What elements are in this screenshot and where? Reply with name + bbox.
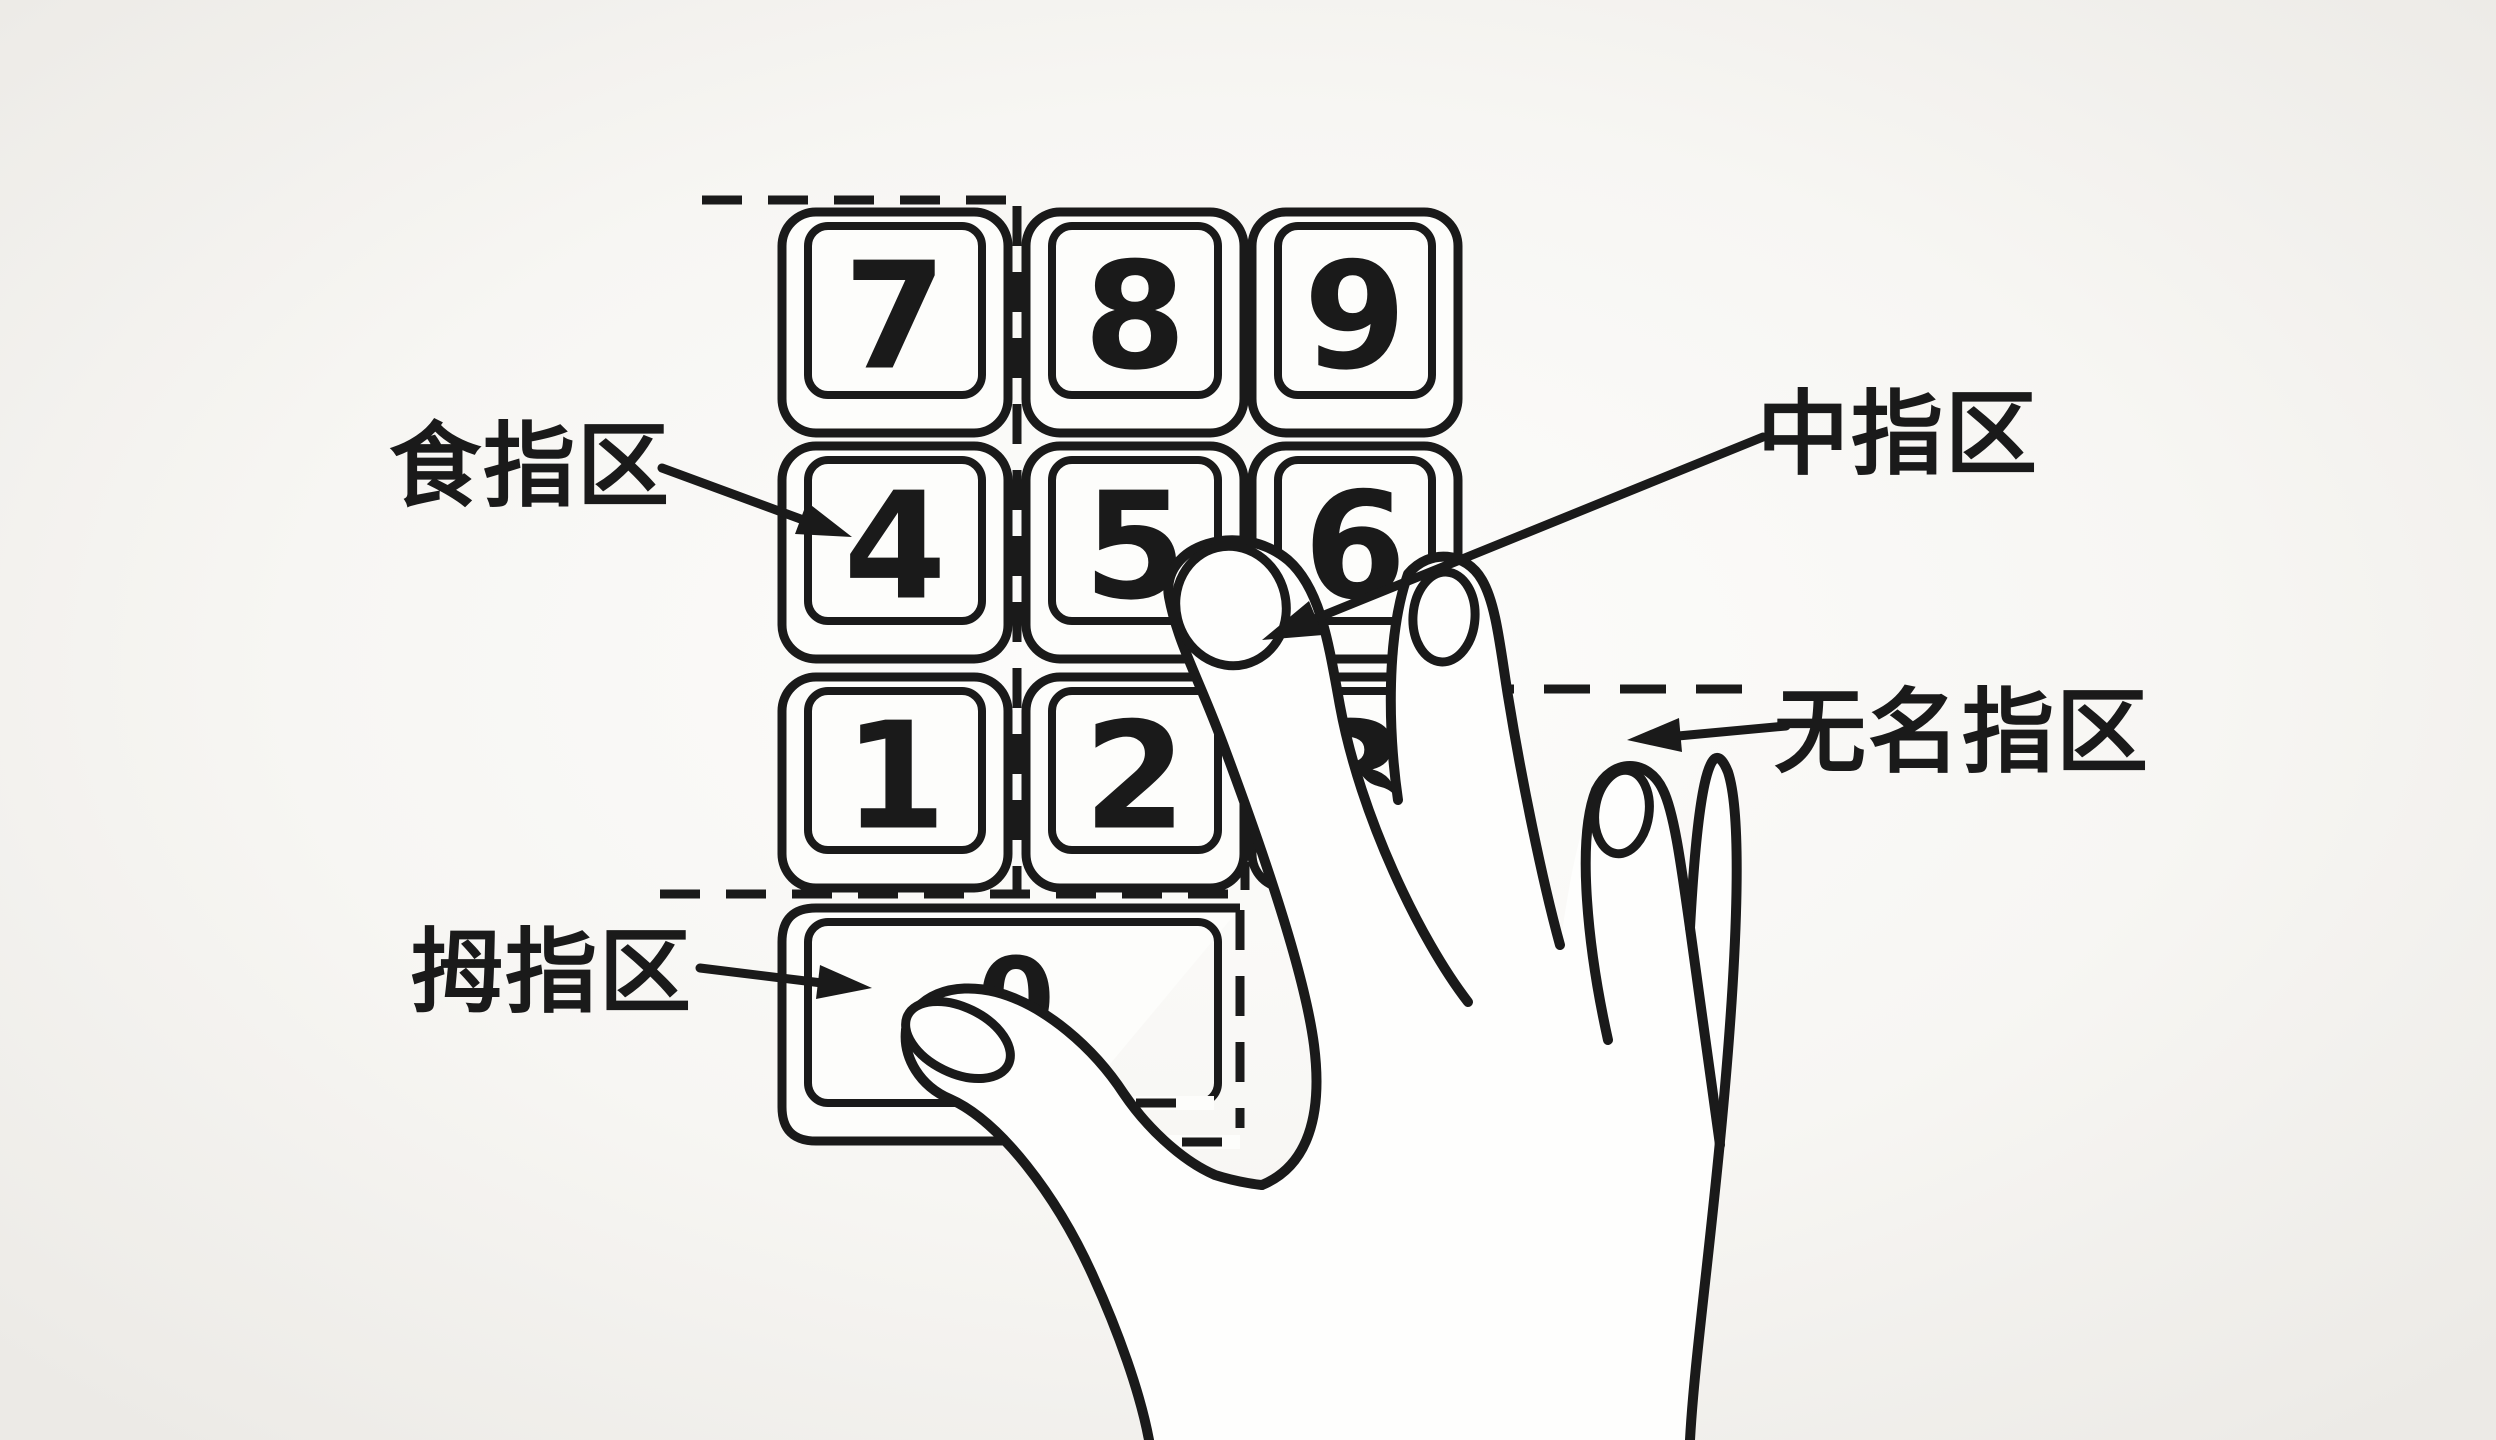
middle-finger-outline bbox=[1163, 535, 1473, 1190]
key-9-label: 9 bbox=[1304, 231, 1407, 403]
key-2: 2 bbox=[1021, 672, 1249, 893]
thumb-zone-label: 拇指区 bbox=[411, 922, 693, 1024]
middle-finger-nail bbox=[1171, 541, 1291, 671]
key-1: 1 bbox=[777, 672, 1013, 893]
key-2-inner bbox=[1048, 687, 1222, 854]
index-zone-arrowhead-icon bbox=[795, 502, 852, 537]
key-8-label: 8 bbox=[1084, 231, 1187, 403]
key-4-inner bbox=[804, 456, 986, 625]
key-9-inner bbox=[1274, 222, 1436, 399]
key-7-label: 7 bbox=[844, 231, 947, 403]
thumb-bottom-edge bbox=[900, 1025, 1154, 1440]
key-8-outer bbox=[1021, 207, 1249, 438]
middle-zone-arrowhead-icon bbox=[1262, 601, 1323, 640]
index-zone-leader-line bbox=[657, 463, 811, 526]
middle-finger-zone-label: 中指区 bbox=[1757, 384, 2039, 486]
thumb-zone-arrowhead-icon bbox=[816, 965, 872, 999]
key-8-inner bbox=[1048, 222, 1222, 399]
key-4-label: 4 bbox=[844, 461, 947, 633]
key-4: 4 bbox=[777, 441, 1013, 664]
index-finger-nail bbox=[1408, 567, 1480, 667]
annotations bbox=[657, 432, 1791, 999]
key-9-outer bbox=[1247, 207, 1463, 438]
key-7-inner bbox=[804, 222, 986, 399]
key-2-label: 2 bbox=[1084, 691, 1187, 863]
key-1-inner bbox=[804, 687, 986, 854]
zone-labels: 食指区 中指区 无名指区 拇指区 bbox=[389, 384, 2150, 1024]
thumb-zone-leader-line bbox=[695, 963, 827, 988]
key-7: 7 bbox=[777, 207, 1013, 438]
index-finger-outline bbox=[1385, 551, 1565, 950]
key-8: 8 bbox=[1021, 207, 1249, 438]
index-finger-zone-label: 食指区 bbox=[389, 416, 671, 518]
ring-finger-nail bbox=[1590, 765, 1654, 859]
ring-zone-leader-line bbox=[1673, 721, 1791, 741]
hand-silhouette bbox=[903, 540, 1737, 1440]
ring-finger-zone-label: 无名指区 bbox=[1774, 682, 2150, 784]
hand-illustration bbox=[900, 535, 1742, 1440]
key-1-outer bbox=[777, 672, 1013, 893]
key-9: 9 bbox=[1247, 207, 1463, 438]
hand-outer-edge bbox=[1685, 752, 1742, 1440]
key-7-outer bbox=[777, 207, 1013, 438]
key-4-outer bbox=[777, 441, 1013, 664]
middle-zone-leader-line bbox=[1307, 432, 1768, 625]
ring-finger-outline bbox=[1580, 761, 1725, 1150]
thumb-nail bbox=[901, 996, 1015, 1084]
key-6-inner bbox=[1274, 456, 1436, 625]
ring-zone-arrowhead-icon bbox=[1627, 718, 1682, 752]
thumb-top-edge bbox=[901, 983, 1267, 1190]
key-1-label: 1 bbox=[844, 691, 947, 863]
